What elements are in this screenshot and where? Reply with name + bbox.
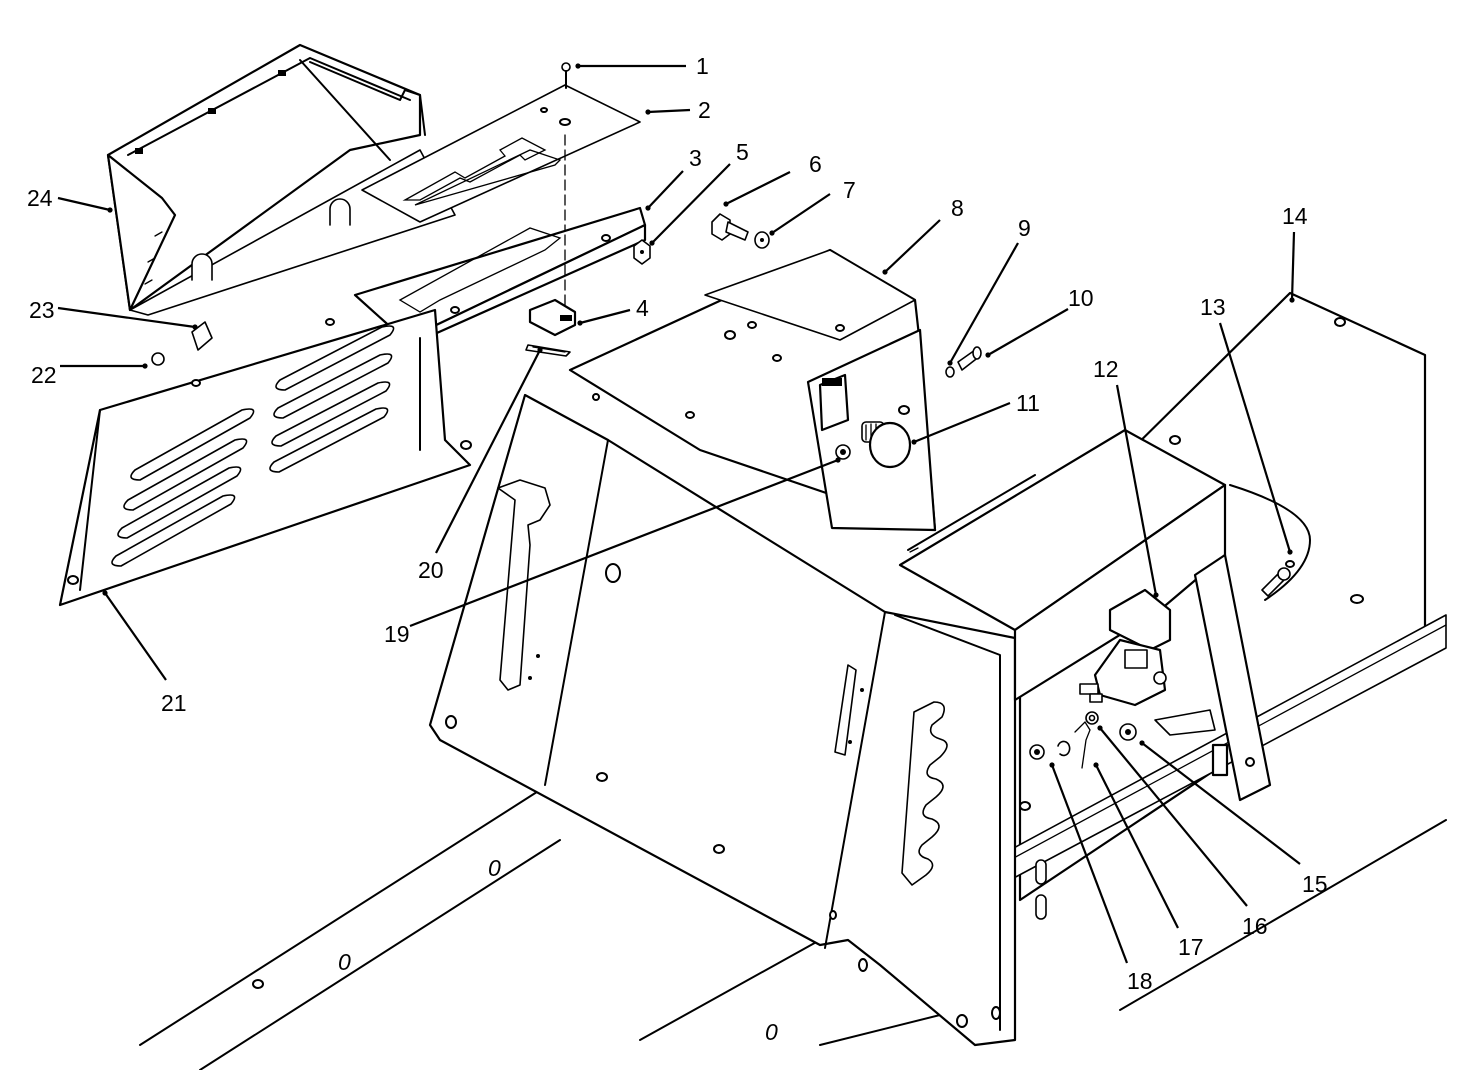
interlock-switch (525, 298, 577, 357)
ignition-switch (835, 405, 912, 469)
callout-20: 20 (418, 557, 444, 583)
callout-4: 4 (636, 295, 649, 321)
callout-10: 10 (1068, 285, 1094, 311)
svg-text:0: 0 (338, 949, 351, 975)
starter-solenoid (1079, 588, 1172, 707)
callout-1: 1 (696, 53, 709, 79)
callout-11: 11 (1016, 390, 1040, 416)
right-tower (898, 428, 1311, 802)
callout-9: 9 (1018, 215, 1031, 241)
leader-lines (57, 63, 1301, 964)
callout-6: 6 (809, 151, 822, 177)
callout-2: 2 (698, 97, 711, 123)
svg-text:0: 0 (765, 1019, 778, 1045)
louver-slots (111, 325, 395, 567)
louvered-panel (58, 308, 472, 607)
callout-24: 24 (27, 185, 53, 211)
svg-text:0: 0 (488, 855, 501, 881)
callout-15: 15 (1302, 871, 1328, 897)
callout-14: 14 (1282, 203, 1308, 229)
callout-7: 7 (843, 177, 856, 203)
shift-bracket (353, 134, 647, 347)
callout-21: 21 (161, 690, 187, 716)
front-side-panel (428, 393, 1017, 1047)
shift-decal (361, 84, 641, 223)
callout-18: 18 (1127, 968, 1153, 994)
callout-5: 5 (736, 139, 749, 165)
callout-22: 22 (31, 362, 57, 388)
callout-3: 3 (689, 145, 702, 171)
callout-16: 16 (1242, 913, 1268, 939)
callout-13: 13 (1200, 294, 1226, 320)
solenoid-hardware (1029, 711, 1137, 769)
callout-17: 17 (1178, 934, 1204, 960)
callout-19: 19 (384, 621, 410, 647)
callout-labels: 1 2 3 4 5 6 7 8 9 10 11 12 13 14 15 16 1… (27, 53, 1328, 994)
callout-8: 8 (951, 195, 964, 221)
fasteners (151, 62, 1291, 597)
callout-23: 23 (29, 297, 55, 323)
callout-12: 12 (1093, 356, 1119, 382)
